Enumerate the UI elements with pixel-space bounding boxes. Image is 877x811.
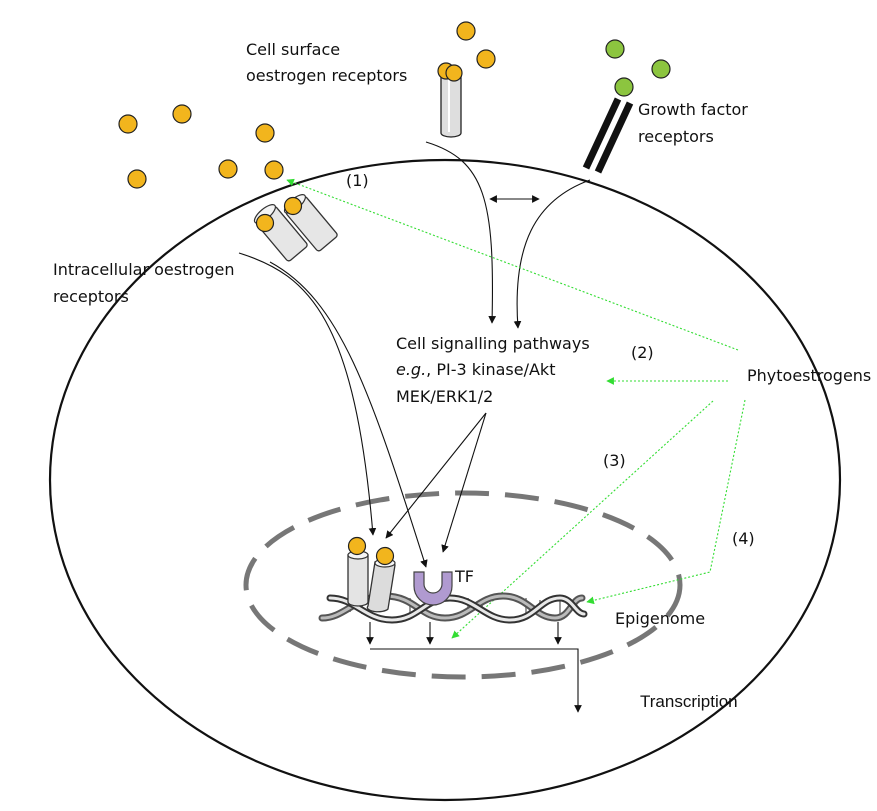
label-intracellular-line1: Intracellular oestrogen [53, 260, 235, 279]
oestrogen-ligand [456, 21, 476, 41]
step-label-3: (3) [603, 451, 626, 470]
label-signalling-line2: e.g., PI-3 kinase/Akt [396, 360, 555, 379]
arrow-intracellular-to-er-1 [238, 252, 377, 536]
label-cell-surface-line2: oestrogen receptors [246, 66, 407, 85]
label-signalling-pi3k: , PI-3 kinase/Akt [426, 360, 555, 379]
label-tf: TF [454, 567, 474, 586]
signalling-arrows [238, 141, 591, 568]
oestrogen-ligands-extracellular [118, 21, 496, 189]
label-transcription: Transcription [640, 692, 738, 711]
oestrogen-ligand [476, 49, 496, 69]
intracellular-oestrogen-receptor [253, 194, 338, 262]
oestrogen-ligand [118, 114, 138, 134]
phyto-arrow-4 [586, 399, 746, 605]
growth-factor-ligand [605, 39, 625, 59]
label-growth-factor-line1: Growth factor [638, 100, 748, 119]
arrow-pathways-to-er [385, 412, 487, 539]
arrow-growth-to-pathways [513, 179, 591, 329]
oestrogen-ligand [172, 104, 192, 124]
arrow-pathways-to-tf [441, 412, 487, 553]
label-signalling-line1: Cell signalling pathways [396, 334, 590, 353]
oestrogen-ligand [218, 159, 238, 179]
oestrogen-ligand [127, 169, 147, 189]
label-signalling-line3: MEK/ERK1/2 [396, 387, 493, 406]
transcription-factor-protein [413, 571, 453, 606]
label-epigenome: Epigenome [615, 609, 705, 628]
oestrogen-ligand [255, 123, 275, 143]
label-intracellular-line2: receptors [53, 287, 129, 306]
growth-factor-ligand [651, 59, 671, 79]
label-signalling-eg: e.g. [396, 360, 426, 379]
arrow-surface-to-pathways [425, 141, 497, 324]
growth-factor-receptor [582, 97, 634, 174]
growth-factor-ligands [605, 39, 671, 97]
cell-membrane [48, 158, 842, 802]
nuclear-oestrogen-receptor-dimer [347, 536, 396, 613]
growth-factor-ligand [614, 77, 634, 97]
step-label-2: (2) [631, 343, 654, 362]
transcription-arrows [366, 622, 582, 713]
arrow-intracellular-to-tf [269, 261, 428, 568]
phyto-arrow-1 [286, 178, 739, 351]
oestrogen-ligand [264, 160, 284, 180]
cell-surface-oestrogen-receptor [437, 62, 463, 138]
label-cell-surface-line1: Cell surface [246, 40, 340, 59]
nucleus-envelope [243, 490, 683, 680]
step-label-1: (1) [346, 171, 369, 190]
step-label-4: (4) [732, 529, 755, 548]
label-phytoestrogens: Phytoestrogens [747, 366, 871, 385]
label-growth-factor-line2: receptors [638, 127, 714, 146]
